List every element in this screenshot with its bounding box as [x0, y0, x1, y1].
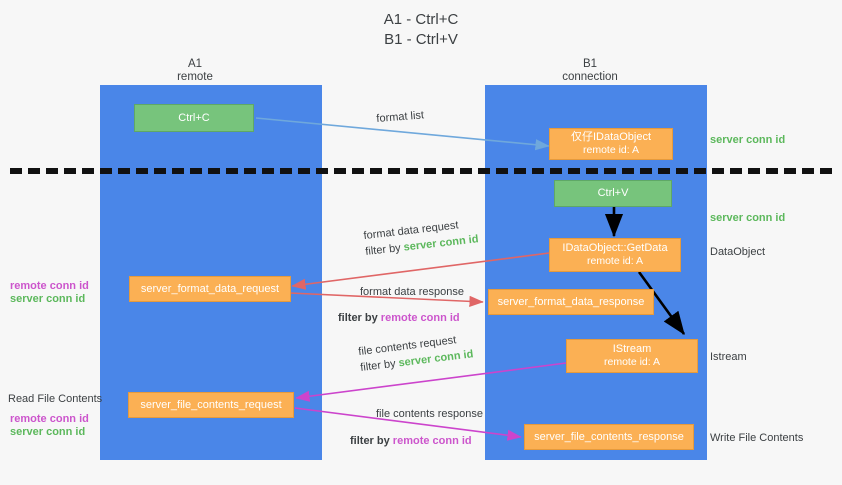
box-getdata-title: IDataObject::GetData — [562, 242, 668, 254]
box-istream-title: IStream — [612, 343, 652, 355]
box-ctrl-v[interactable]: Ctrl+V — [554, 180, 672, 207]
box-idataobject-remote-id: remote id: A — [582, 144, 640, 156]
box-istream[interactable]: IStream remote id: A — [566, 339, 698, 373]
lane-header-b1: B1 connection — [525, 58, 655, 84]
label-format-data-response: format data response — [360, 286, 464, 298]
box-idataobject-getdata[interactable]: IDataObject::GetData remote id: A — [549, 238, 681, 272]
box-ctrl-c-label: Ctrl+C — [178, 111, 210, 124]
box-idataobject[interactable]: 仅仔IDataObject remote id: A — [549, 128, 673, 160]
box-istream-remote-id: remote id: A — [603, 356, 661, 368]
box-server-format-data-request[interactable]: server_format_data_request — [129, 276, 291, 302]
left-label-server-conn-id-lower: server conn id — [10, 426, 86, 438]
lane-a1-name: A1 — [187, 58, 203, 70]
box-server-format-data-response-label: server_format_data_response — [497, 295, 645, 308]
page-title: A1 - Ctrl+C B1 - Ctrl+V — [0, 10, 842, 50]
title-line-2: B1 - Ctrl+V — [384, 31, 458, 48]
lane-header-a1: A1 remote — [130, 58, 260, 84]
box-server-format-data-request-label: server_format_data_request — [140, 282, 280, 295]
lane-b1-role: connection — [562, 71, 618, 83]
box-idataobject-title: 仅仔IDataObject — [570, 131, 652, 143]
arrow-getdata-to-istream — [637, 271, 686, 336]
arrow-file-contents-response — [294, 407, 522, 441]
box-server-format-data-response[interactable]: server_format_data_response — [488, 289, 654, 315]
left-label-server-conn-id-upper: server conn id — [10, 293, 86, 305]
left-label-read-file-contents: Read File Contents — [8, 393, 103, 405]
box-server-file-contents-request[interactable]: server_file_contents_request — [128, 392, 294, 418]
lane-a1-role: remote — [177, 71, 213, 83]
right-label-write-file-contents: Write File Contents — [710, 432, 804, 444]
box-getdata-remote-id: remote id: A — [586, 255, 644, 267]
title-line-1: A1 - Ctrl+C — [383, 11, 459, 28]
arrow-file-contents-request — [295, 362, 567, 402]
filter-key-remote-conn-id: remote conn id — [380, 312, 460, 324]
label-file-contents-response-filter: filter by remote conn id — [350, 434, 472, 448]
right-label-istream: Istream — [710, 351, 747, 363]
lane-b1-name: B1 — [582, 58, 598, 70]
box-server-file-contents-request-label: server_file_contents_request — [140, 398, 282, 411]
filter-key-remote-conn-id: remote conn id — [392, 435, 472, 447]
phase-divider — [10, 168, 832, 174]
right-label-dataobject: DataObject — [710, 246, 766, 258]
label-file-contents-response: file contents response — [376, 408, 484, 420]
label-format-data-response-filter: filter by remote conn id — [338, 311, 460, 325]
arrow-format-data-response — [289, 292, 484, 307]
filter-prefix: filter by — [338, 312, 381, 324]
left-label-remote-conn-id-upper: remote conn id — [10, 280, 89, 292]
right-label-server-conn-id-top: server conn id — [710, 134, 786, 146]
box-ctrl-c[interactable]: Ctrl+C — [134, 104, 254, 132]
arrow-format-list — [255, 117, 550, 151]
box-server-file-contents-response-label: server_file_contents_response — [534, 430, 684, 443]
right-label-server-conn-id-second: server conn id — [710, 212, 786, 224]
box-ctrl-v-label: Ctrl+V — [597, 187, 629, 199]
box-server-file-contents-response[interactable]: server_file_contents_response — [524, 424, 694, 450]
left-label-remote-conn-id-lower: remote conn id — [10, 413, 89, 425]
label-format-data-response-group: format data response filter by remote co… — [338, 285, 482, 324]
label-file-contents-response-group: file contents response filter by remote … — [350, 407, 498, 447]
filter-prefix: filter by — [350, 435, 393, 447]
arrow-format-data-request — [291, 252, 550, 290]
